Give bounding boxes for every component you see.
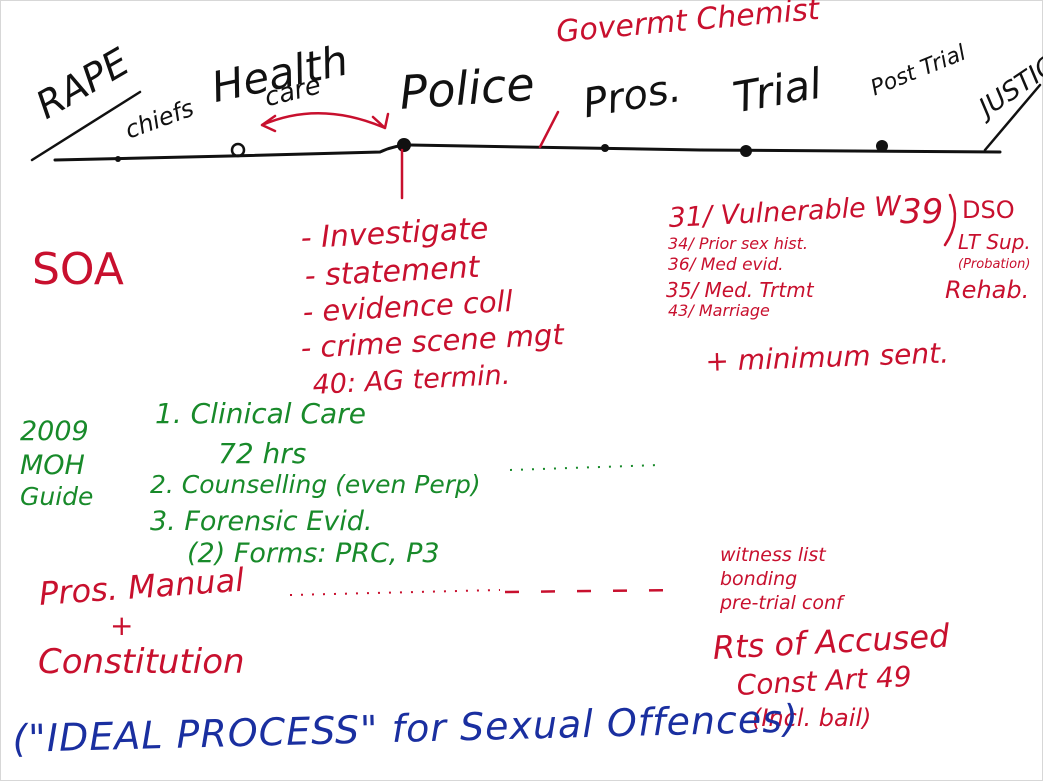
post-trial-rehab: Rehab. <box>945 276 1030 304</box>
soa-label: SOA <box>32 244 124 295</box>
accused-incl-bail: (Incl. bail) <box>752 704 872 732</box>
moh-guide-guide: Guide <box>20 482 94 511</box>
health-dot <box>230 142 246 158</box>
trial-note-med-evid: 36/ Med evid. <box>668 255 784 275</box>
pros-dot <box>601 144 609 152</box>
dso-paren <box>943 193 957 247</box>
police-dot <box>397 138 411 152</box>
moh-item-clinical-care: 1. Clinical Care <box>155 397 366 430</box>
minimum-sentence-note: + minimum sent. <box>704 336 950 378</box>
post-trial-39: 39 <box>900 192 944 232</box>
timeline-line <box>53 143 1002 162</box>
post-trial-lt-sup: LT Sup. <box>958 230 1031 254</box>
moh-guide-year: 2009 <box>20 416 89 447</box>
moh-guide-moh: MOH <box>20 450 85 481</box>
moh-item-forensic: 3. Forensic Evid. <box>150 506 373 537</box>
plus-sign: + <box>110 609 134 642</box>
constitution-label: Constitution <box>38 642 245 682</box>
moh-item-counselling: 2. Counselling (even Perp) <box>150 470 481 499</box>
trial-note-prior-sex: 34/ Prior sex hist. <box>668 234 808 253</box>
moh-item-72hrs: 72 hrs <box>218 437 307 470</box>
trial-note-med-trtmt: 35/ Med. Trtmt <box>666 278 814 302</box>
police-label: Police <box>397 56 537 120</box>
pretrial-witness-list: witness list <box>720 544 826 566</box>
rape-underline <box>30 90 142 162</box>
trial-note-marriage: 43/ Marriage <box>668 301 770 320</box>
pretrial-conf: pre-trial conf <box>720 592 843 614</box>
post-trial-dot <box>876 140 888 152</box>
pros-manual-dots <box>289 589 501 596</box>
post-trial-probation: (Probation) <box>958 257 1031 272</box>
pros-manual-dashes <box>504 588 681 594</box>
health-police-arrow <box>261 112 386 130</box>
counselling-dots <box>509 464 661 471</box>
justice-slash <box>983 83 1042 152</box>
chiefs-dot <box>115 156 121 162</box>
moh-item-forms: (2) Forms: PRC, P3 <box>187 538 440 569</box>
chemist-slash <box>538 110 560 149</box>
trial-dot <box>740 145 752 157</box>
post-trial-dso: DSO <box>962 196 1015 224</box>
pretrial-bonding: bonding <box>720 568 798 590</box>
